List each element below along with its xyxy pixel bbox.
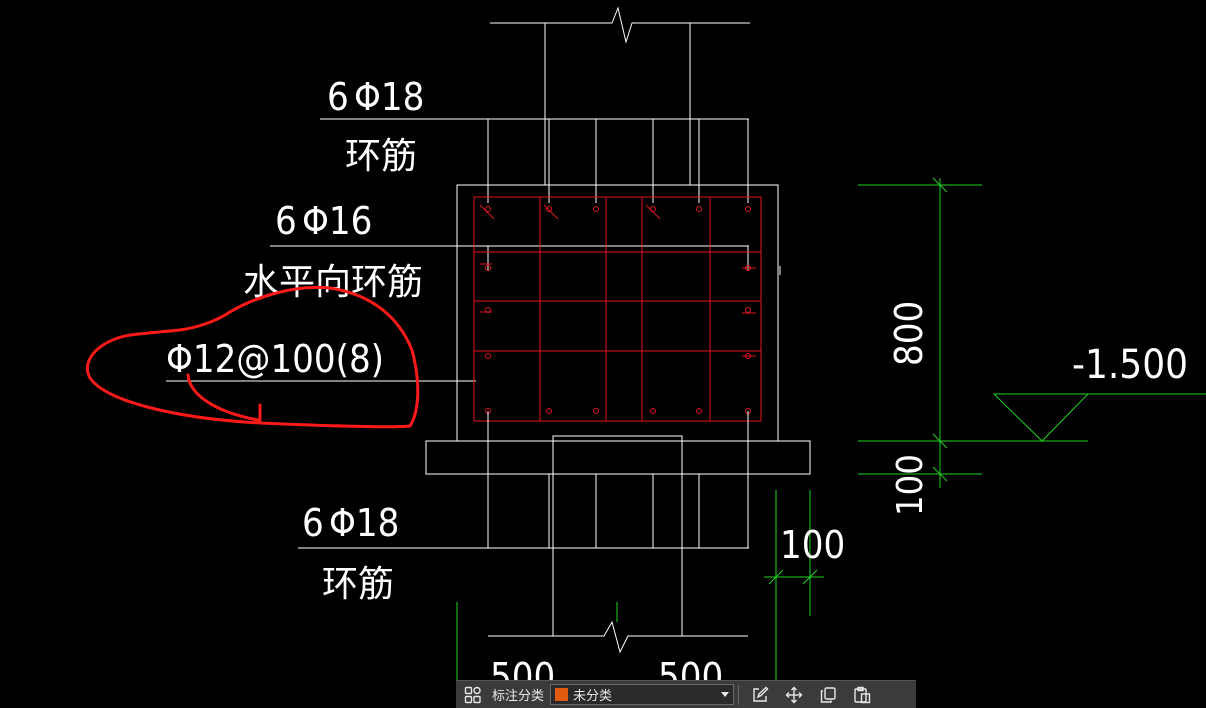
elevation-label: -1.500: [1072, 342, 1188, 388]
edit-icon[interactable]: [743, 681, 777, 708]
move-icon[interactable]: [777, 681, 811, 708]
lower-column: [488, 435, 748, 654]
dimension-height-800: 800: [887, 301, 931, 366]
category-label: 标注分类: [492, 689, 545, 704]
mid-rebar-count: 6: [275, 199, 297, 243]
bottom-rebar-count: 6: [302, 501, 324, 545]
red-freehand-annotation: [86, 285, 420, 429]
mid-rebar-diameter: Φ16: [302, 199, 372, 243]
paste-icon[interactable]: [845, 681, 879, 708]
annotation-toolbar: 标注分类 未分类: [456, 680, 916, 708]
top-rebar-description: 环筋: [345, 136, 417, 177]
grid-icon[interactable]: [456, 681, 490, 708]
pile-cap-outline: [425, 184, 811, 475]
bottom-rebar-description: 环筋: [322, 564, 394, 605]
toolbar-divider: [738, 684, 740, 705]
bottom-rebar-leader: [298, 411, 749, 549]
category-color-swatch: [555, 688, 569, 701]
upper-column: [490, 6, 750, 185]
chevron-down-icon: [721, 692, 730, 697]
rebar-cage: [473, 196, 762, 422]
top-rebar-diameter: Φ18: [354, 75, 424, 119]
dimension-base-100: 100: [890, 454, 931, 516]
top-rebar-count: 6: [327, 75, 349, 119]
category-select[interactable]: 未分类: [550, 684, 735, 705]
bottom-rebar-diameter: Φ18: [329, 501, 399, 545]
dimension-offset-100: 100: [780, 523, 845, 567]
dimension-lines: [456, 177, 1206, 680]
top-rebar-leader: [320, 118, 749, 203]
mid-rebar-description: 水平向环筋: [243, 262, 423, 303]
red-freehand-underline: [186, 373, 262, 422]
stirrup-spec: Φ12@100(8): [166, 337, 384, 381]
category-value: 未分类: [573, 689, 613, 704]
copy-icon[interactable]: [811, 681, 845, 708]
